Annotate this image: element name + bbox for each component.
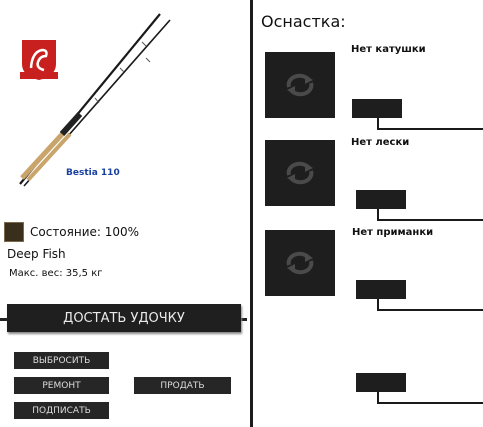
line-slot-label: Нет лески — [351, 137, 410, 148]
tackle-title: Оснастка: — [261, 12, 346, 31]
lure-slot-label: Нет приманки — [352, 227, 434, 238]
line-connector — [377, 209, 379, 221]
fishing-rod-image — [19, 13, 171, 187]
sell-button[interactable]: ПРОДАТЬ — [134, 377, 231, 394]
lure-connector-h — [377, 309, 483, 311]
rod-name: Deep Fish — [7, 247, 66, 261]
take-rod-button[interactable]: ДОСТАТЬ УДОЧКУ — [7, 304, 241, 332]
rod-thumbnail-icon — [4, 222, 24, 242]
refresh-icon — [286, 251, 314, 275]
rod-model-label: Bestia 110 — [66, 168, 120, 178]
extra-mini-slot[interactable] — [356, 373, 406, 392]
brand-logo — [20, 40, 58, 80]
line-slot[interactable] — [265, 140, 335, 206]
reel-slot[interactable] — [265, 52, 335, 118]
line-connector-h — [377, 219, 483, 221]
extra-connector-h — [377, 402, 483, 404]
lure-connector — [377, 299, 379, 311]
rod-max-weight: Макс. вес: 35,5 кг — [9, 268, 103, 279]
lure-slot[interactable] — [265, 230, 335, 296]
refresh-icon — [286, 73, 314, 97]
reel-slot-label: Нет катушки — [351, 44, 426, 55]
panel-divider — [250, 0, 253, 427]
reel-connector-h — [377, 128, 483, 130]
extra-connector — [377, 392, 379, 404]
throw-away-button[interactable]: ВЫБРОСИТЬ — [14, 352, 109, 369]
repair-button[interactable]: РЕМОНТ — [14, 377, 109, 394]
line-mini-slot[interactable] — [356, 190, 406, 209]
sign-button[interactable]: ПОДПИСАТЬ — [14, 402, 109, 419]
reel-mini-slot[interactable] — [352, 99, 402, 118]
lure-mini-slot[interactable] — [356, 280, 406, 299]
rod-condition: Состояние: 100% — [30, 225, 140, 239]
refresh-icon — [286, 161, 314, 185]
reel-connector — [377, 118, 379, 130]
